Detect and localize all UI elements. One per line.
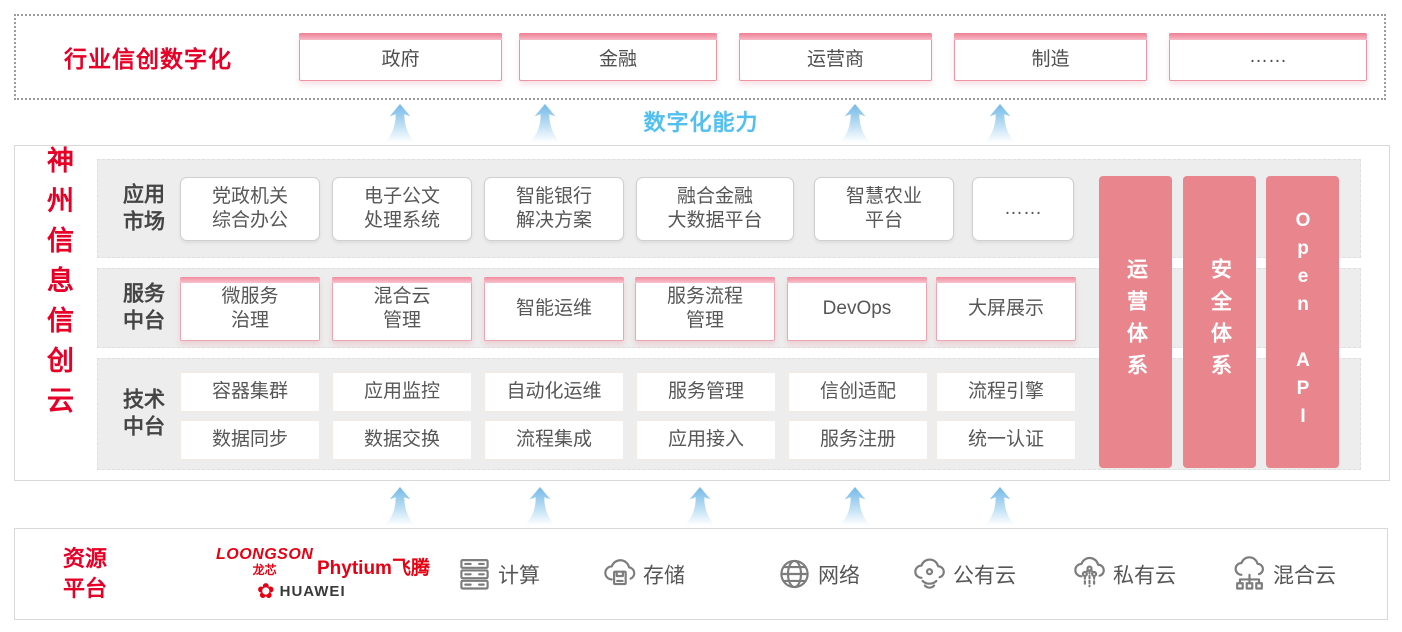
resource-compute: 计算 bbox=[456, 556, 540, 593]
tech-card: 服务注册 bbox=[788, 420, 928, 460]
industry-item-more: …… bbox=[1169, 33, 1367, 81]
service-card: 服务流程 管理 bbox=[635, 277, 775, 341]
tech-card: 流程引擎 bbox=[936, 372, 1076, 412]
resource-label: 私有云 bbox=[1113, 564, 1176, 587]
resource-platform-panel: 资源 平台 LOONGSON 龙芯 Phytium飞腾 ✿ HUAWEI 计算 … bbox=[14, 528, 1388, 620]
tech-card: 统一认证 bbox=[936, 420, 1076, 460]
industry-item-manufacturing: 制造 bbox=[954, 33, 1147, 81]
capability-label: 数字化能力 bbox=[643, 110, 759, 135]
resource-hybrid-cloud: 混合云 bbox=[1231, 556, 1336, 593]
tech-card: 应用监控 bbox=[332, 372, 472, 412]
pillar-open-api: Open API bbox=[1266, 176, 1339, 468]
industry-bar-title: 行业信创数字化 bbox=[64, 46, 232, 72]
up-arrow-icon bbox=[530, 104, 560, 142]
up-arrow-icon bbox=[985, 487, 1015, 525]
loongson-logo: LOONGSON 龙芯 bbox=[216, 546, 313, 578]
industry-bar: 行业信创数字化 政府 金融 运营商 制造 …… bbox=[14, 14, 1386, 100]
up-arrow-icon bbox=[840, 487, 870, 525]
public-cloud-icon bbox=[914, 558, 945, 589]
resource-public-cloud: 公有云 bbox=[911, 556, 1016, 593]
row-label: 技术 中台 bbox=[123, 388, 165, 439]
up-arrow-icon bbox=[685, 487, 715, 525]
app-card: 党政机关 综合办公 bbox=[180, 177, 320, 241]
tech-card: 数据同步 bbox=[180, 420, 320, 460]
tech-card: 信创适配 bbox=[788, 372, 928, 412]
loongson-wordmark: LOONGSON bbox=[216, 546, 314, 563]
service-card: DevOps bbox=[787, 277, 927, 341]
compute-icon bbox=[460, 559, 489, 590]
resource-label: 存储 bbox=[643, 564, 685, 587]
resource-storage: 存储 bbox=[601, 556, 685, 593]
row-technology-platform: 技术 中台 容器集群 应用监控 自动化运维 服务管理 信创适配 流程引擎 数据同… bbox=[97, 358, 1361, 470]
resource-label: 混合云 bbox=[1273, 564, 1336, 587]
storage-icon bbox=[604, 559, 636, 586]
resource-label: 公有云 bbox=[953, 564, 1016, 587]
industry-item-government: 政府 bbox=[299, 33, 502, 81]
loongson-cn-label: 龙芯 bbox=[252, 563, 277, 577]
tech-card: 数据交换 bbox=[332, 420, 472, 460]
row-label: 应用 市场 bbox=[123, 183, 165, 234]
pillar-security-system: 安全体系 bbox=[1183, 176, 1256, 468]
up-arrow-icon bbox=[985, 104, 1015, 142]
network-icon bbox=[780, 559, 809, 589]
up-arrow-icon bbox=[525, 487, 555, 525]
app-card: 智能银行 解决方案 bbox=[484, 177, 624, 241]
huawei-flower-icon: ✿ bbox=[257, 580, 275, 603]
tech-card: 流程集成 bbox=[484, 420, 624, 460]
resource-label: 计算 bbox=[498, 564, 540, 587]
industry-item-finance: 金融 bbox=[519, 33, 717, 81]
huawei-logo: ✿ HUAWEI bbox=[257, 581, 346, 602]
cloud-platform-title: 神州信息信创云 bbox=[43, 146, 73, 426]
pillar-operation-system: 运营体系 bbox=[1099, 176, 1172, 468]
up-arrow-icon bbox=[385, 487, 415, 525]
hybrid-cloud-icon bbox=[1234, 556, 1264, 590]
service-card: 大屏展示 bbox=[936, 277, 1076, 341]
phytium-logo: Phytium飞腾 bbox=[317, 558, 430, 579]
resource-label: 网络 bbox=[818, 564, 860, 587]
service-card: 微服务 治理 bbox=[180, 277, 320, 341]
row-label: 服务 中台 bbox=[123, 282, 165, 333]
up-arrow-icon bbox=[385, 104, 415, 142]
service-card: 混合云 管理 bbox=[332, 277, 472, 341]
huawei-wordmark: HUAWEI bbox=[279, 583, 346, 600]
app-card-more: …… bbox=[972, 177, 1074, 241]
tech-card: 服务管理 bbox=[636, 372, 776, 412]
private-cloud-icon bbox=[1074, 556, 1105, 588]
industry-item-operator: 运营商 bbox=[739, 33, 932, 81]
tech-card: 容器集群 bbox=[180, 372, 320, 412]
service-card: 智能运维 bbox=[484, 277, 624, 341]
tech-card: 自动化运维 bbox=[484, 372, 624, 412]
resource-private-cloud: 私有云 bbox=[1071, 556, 1176, 593]
app-card: 融合金融 大数据平台 bbox=[636, 177, 794, 241]
up-arrow-icon bbox=[840, 104, 870, 142]
resource-platform-title: 资源 平台 bbox=[63, 546, 108, 601]
app-card: 智慧农业 平台 bbox=[814, 177, 954, 241]
app-card: 电子公文 处理系统 bbox=[332, 177, 472, 241]
resource-network: 网络 bbox=[776, 556, 860, 593]
tech-card: 应用接入 bbox=[636, 420, 776, 460]
cloud-platform-panel: 神州信息信创云 应用 市场 党政机关 综合办公 电子公文 处理系统 智能银行 解… bbox=[14, 145, 1390, 481]
